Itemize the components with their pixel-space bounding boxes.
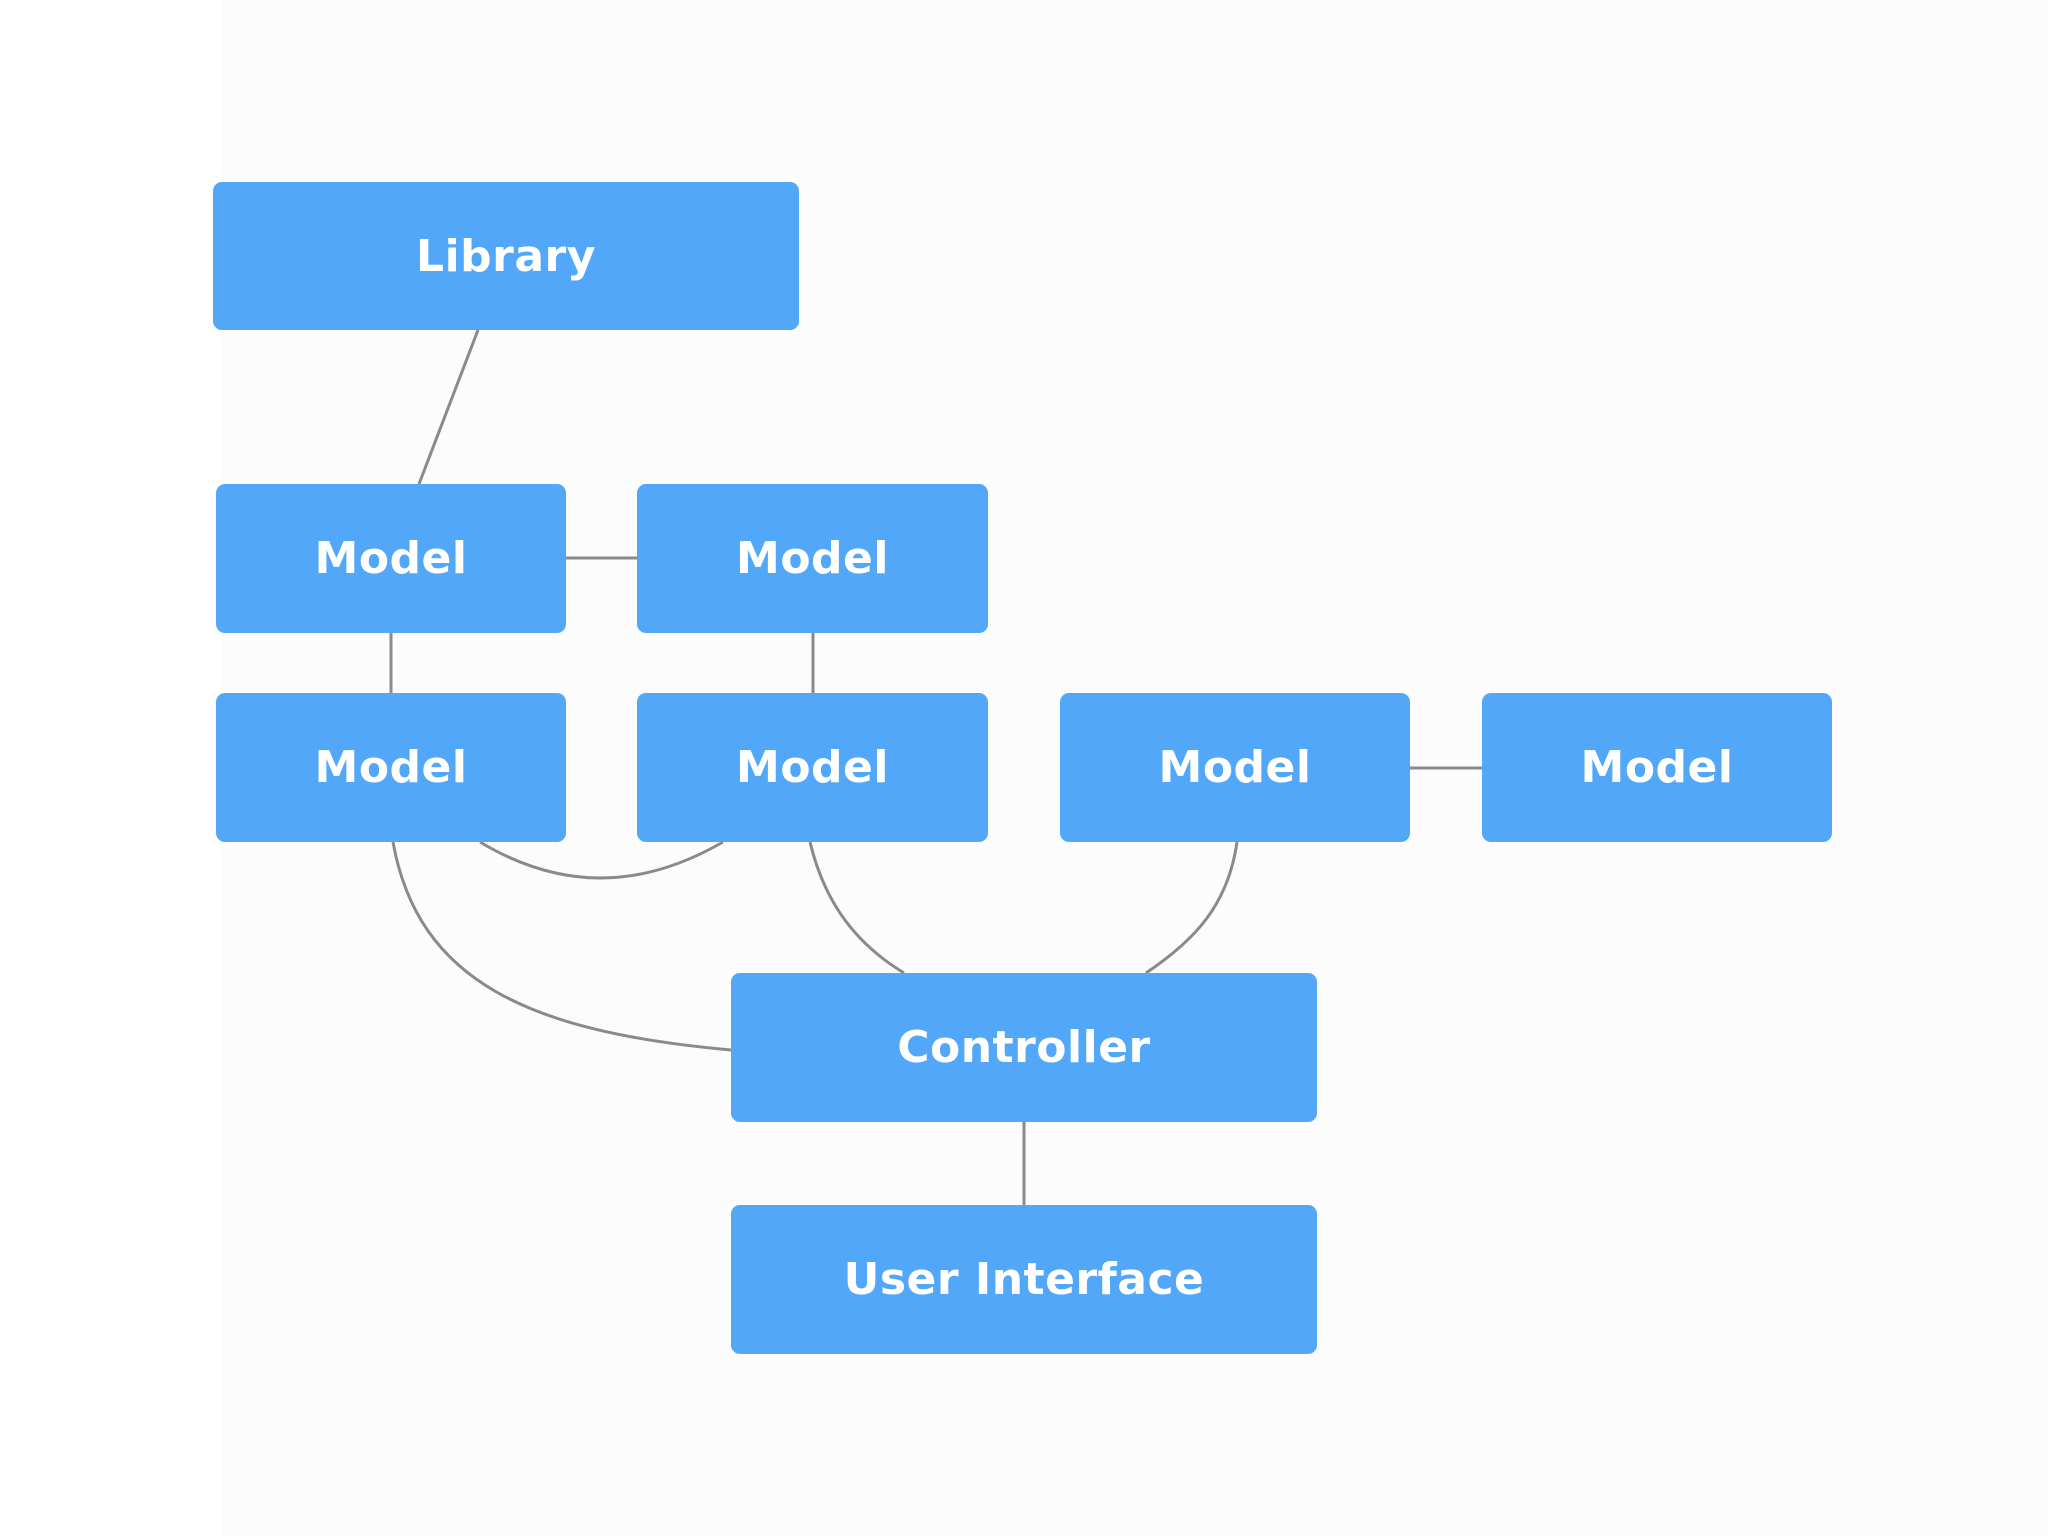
edge-model-e-controller <box>1145 841 1239 975</box>
model-node: Model <box>216 693 566 842</box>
controller-node: Controller <box>731 973 1317 1122</box>
model-node: Model <box>216 484 566 633</box>
model-node: Model <box>637 484 988 633</box>
edge-model-d-controller <box>808 841 905 975</box>
edge-model-c-controller <box>391 841 732 1052</box>
library-node: Library <box>213 182 799 330</box>
edge-library-model-a <box>417 329 480 485</box>
model-node: Model <box>637 693 988 842</box>
user-interface-node: User Interface <box>731 1205 1317 1354</box>
edge-model-c-model-d <box>479 840 724 880</box>
model-node: Model <box>1060 693 1410 842</box>
model-node: Model <box>1482 693 1832 842</box>
